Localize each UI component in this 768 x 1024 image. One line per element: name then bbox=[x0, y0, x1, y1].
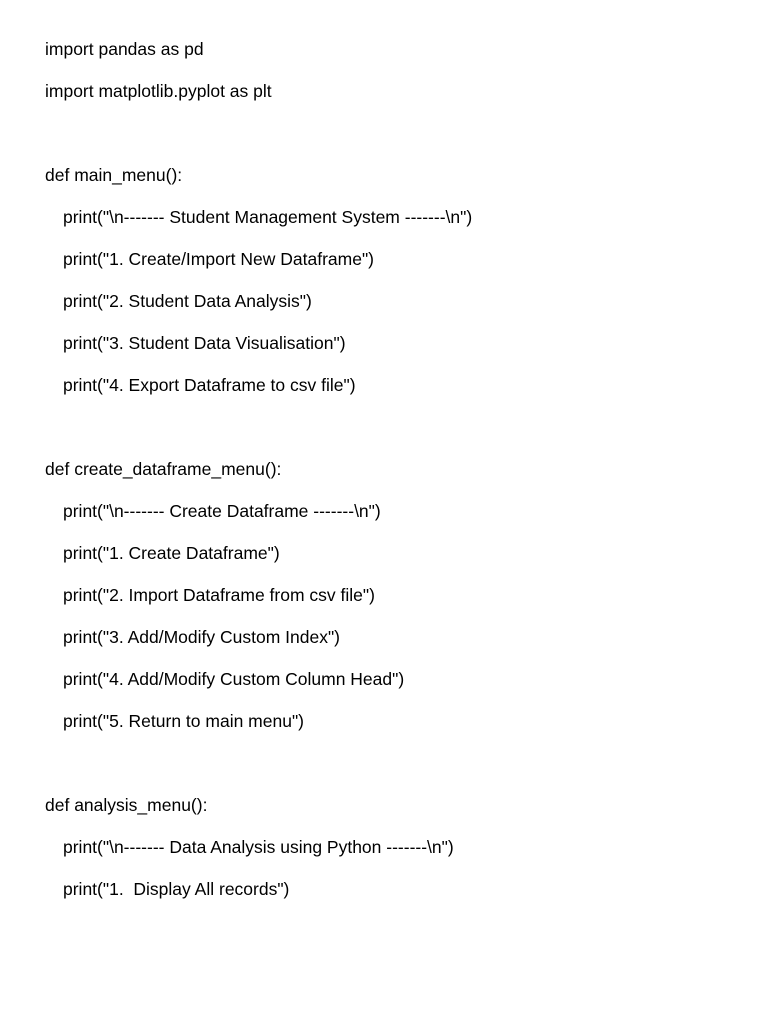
code-line: print("4. Add/Modify Custom Column Head"… bbox=[63, 669, 405, 689]
code-line: print("\n------- Student Management Syst… bbox=[63, 207, 473, 227]
code-line: print("3. Add/Modify Custom Index") bbox=[63, 627, 340, 647]
code-line: print("\n------- Data Analysis using Pyt… bbox=[63, 837, 454, 857]
code-line: print("2. Import Dataframe from csv file… bbox=[63, 585, 375, 605]
code-line: print("3. Student Data Visualisation") bbox=[63, 333, 346, 353]
code-line: print("4. Export Dataframe to csv file") bbox=[63, 375, 356, 395]
code-line: def analysis_menu(): bbox=[45, 795, 208, 815]
code-line: print("1. Create Dataframe") bbox=[63, 543, 280, 563]
code-line: import matplotlib.pyplot as plt bbox=[45, 81, 272, 101]
code-line: print("2. Student Data Analysis") bbox=[63, 291, 312, 311]
code-line: print("\n------- Create Dataframe ------… bbox=[63, 501, 381, 521]
code-line: print("5. Return to main menu") bbox=[63, 711, 304, 731]
code-line: print("1. Display All records") bbox=[63, 879, 290, 899]
code-line: def main_menu(): bbox=[45, 165, 183, 185]
code-line: def create_dataframe_menu(): bbox=[45, 459, 282, 479]
code-line: print("1. Create/Import New Dataframe") bbox=[63, 249, 374, 269]
code-line: import pandas as pd bbox=[45, 39, 204, 59]
